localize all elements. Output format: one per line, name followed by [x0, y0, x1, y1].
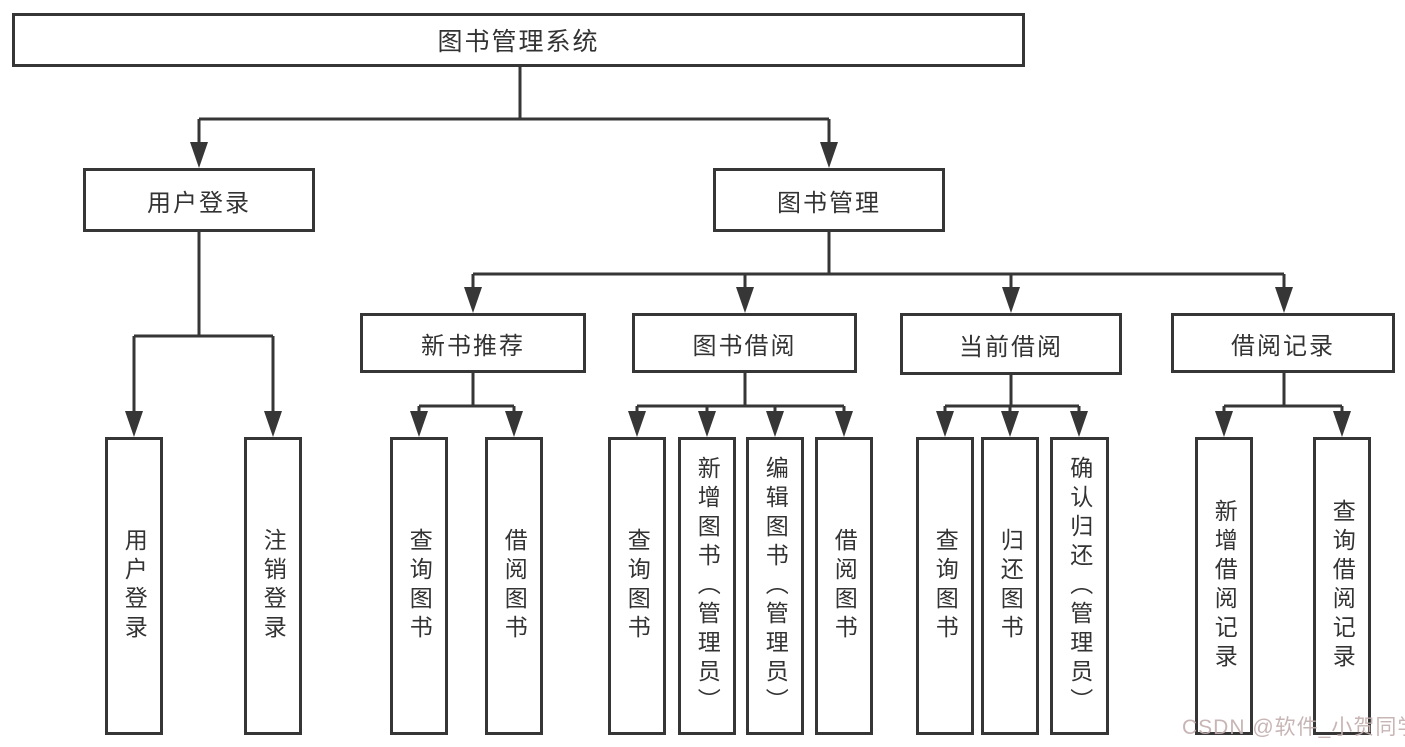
leaf-node-label: 查询图书: [624, 528, 651, 644]
arrowhead-icon: [505, 411, 523, 437]
root-node-label: 图书管理系统: [437, 28, 600, 56]
leaf-node-confirm-return-admin: 确认归还（管理员）: [1050, 437, 1109, 735]
arrowhead-icon: [698, 411, 716, 437]
group-node-borrow-record: 借阅记录: [1171, 313, 1395, 373]
arrowhead-icon: [1275, 287, 1293, 313]
arrowhead-icon: [628, 411, 646, 437]
arrowhead-icon: [835, 411, 853, 437]
connector-user-login-leaves: [132, 232, 275, 429]
arrowhead-icon: [766, 411, 784, 437]
leaf-node-label: 借阅图书: [831, 528, 858, 644]
arrowhead-icon: [464, 287, 482, 313]
arrowhead-icon: [1333, 411, 1351, 437]
arrowhead-icon: [1070, 411, 1088, 437]
branch-node-user-login: 用户登录: [83, 168, 315, 232]
arrowhead-icon: [1002, 287, 1020, 313]
arrowhead-icon: [190, 142, 208, 168]
leaf-node-label: 新增图书（管理员）: [694, 455, 721, 717]
arrowhead-icon: [125, 411, 143, 437]
leaf-node-label: 查询图书: [406, 528, 433, 644]
leaf-node-label: 归还图书: [997, 528, 1024, 644]
connector-new-book-leaves: [417, 373, 516, 429]
leaf-node-query-book: 查询图书: [916, 437, 974, 735]
branch-node-label: 用户登录: [147, 189, 251, 217]
group-node-label: 图书借阅: [692, 332, 797, 360]
leaf-node-label: 新增借阅记录: [1211, 499, 1238, 673]
leaf-node-query-book: 查询图书: [390, 437, 448, 735]
leaf-node-return-book: 归还图书: [981, 437, 1039, 735]
arrowhead-icon: [820, 142, 838, 168]
leaf-node-borrow-book: 借阅图书: [815, 437, 873, 735]
leaf-node-user-login: 用户登录: [105, 437, 163, 735]
csdn-watermark: CSDN @软件_小贺同学: [1182, 716, 1405, 739]
leaf-node-query-borrow-record: 查询借阅记录: [1313, 437, 1371, 735]
leaf-node-label: 查询借阅记录: [1329, 499, 1356, 673]
leaf-node-edit-book-admin: 编辑图书（管理员）: [746, 437, 804, 735]
leaf-node-label: 查询图书: [932, 528, 959, 644]
connector-book-borrow-leaves: [635, 373, 846, 429]
arrowhead-icon: [1001, 411, 1019, 437]
leaf-node-label: 注销登录: [260, 528, 287, 644]
root-node-library-system: 图书管理系统: [12, 13, 1025, 67]
group-node-label: 当前借阅: [959, 333, 1063, 361]
arrowhead-icon: [1215, 411, 1233, 437]
leaf-node-query-book: 查询图书: [608, 437, 666, 735]
arrowhead-icon: [264, 411, 282, 437]
leaf-node-add-borrow-record: 新增借阅记录: [1195, 437, 1253, 735]
group-node-new-book-recommend: 新书推荐: [360, 313, 586, 373]
leaf-node-add-book-admin: 新增图书（管理员）: [678, 437, 736, 735]
group-node-current-borrow: 当前借阅: [900, 313, 1122, 375]
arrowhead-icon: [936, 411, 954, 437]
leaf-node-label: 借阅图书: [501, 528, 528, 644]
connector-borrow-record-leaves: [1222, 373, 1344, 429]
leaf-node-logout: 注销登录: [244, 437, 302, 735]
group-node-label: 借阅记录: [1231, 332, 1335, 360]
group-node-label: 新书推荐: [421, 332, 525, 360]
arrowhead-icon: [410, 411, 428, 437]
leaf-node-label: 确认归还（管理员）: [1066, 455, 1093, 717]
branch-node-label: 图书管理: [777, 189, 881, 217]
connector-book-management-groups: [471, 232, 1286, 305]
connector-root-to-level1: [197, 67, 831, 160]
leaf-node-borrow-book: 借阅图书: [485, 437, 543, 735]
group-node-book-borrow: 图书借阅: [632, 313, 857, 373]
leaf-node-label: 编辑图书（管理员）: [762, 455, 789, 717]
leaf-node-label: 用户登录: [121, 528, 148, 644]
branch-node-book-management: 图书管理: [713, 168, 945, 232]
arrowhead-icon: [736, 287, 754, 313]
